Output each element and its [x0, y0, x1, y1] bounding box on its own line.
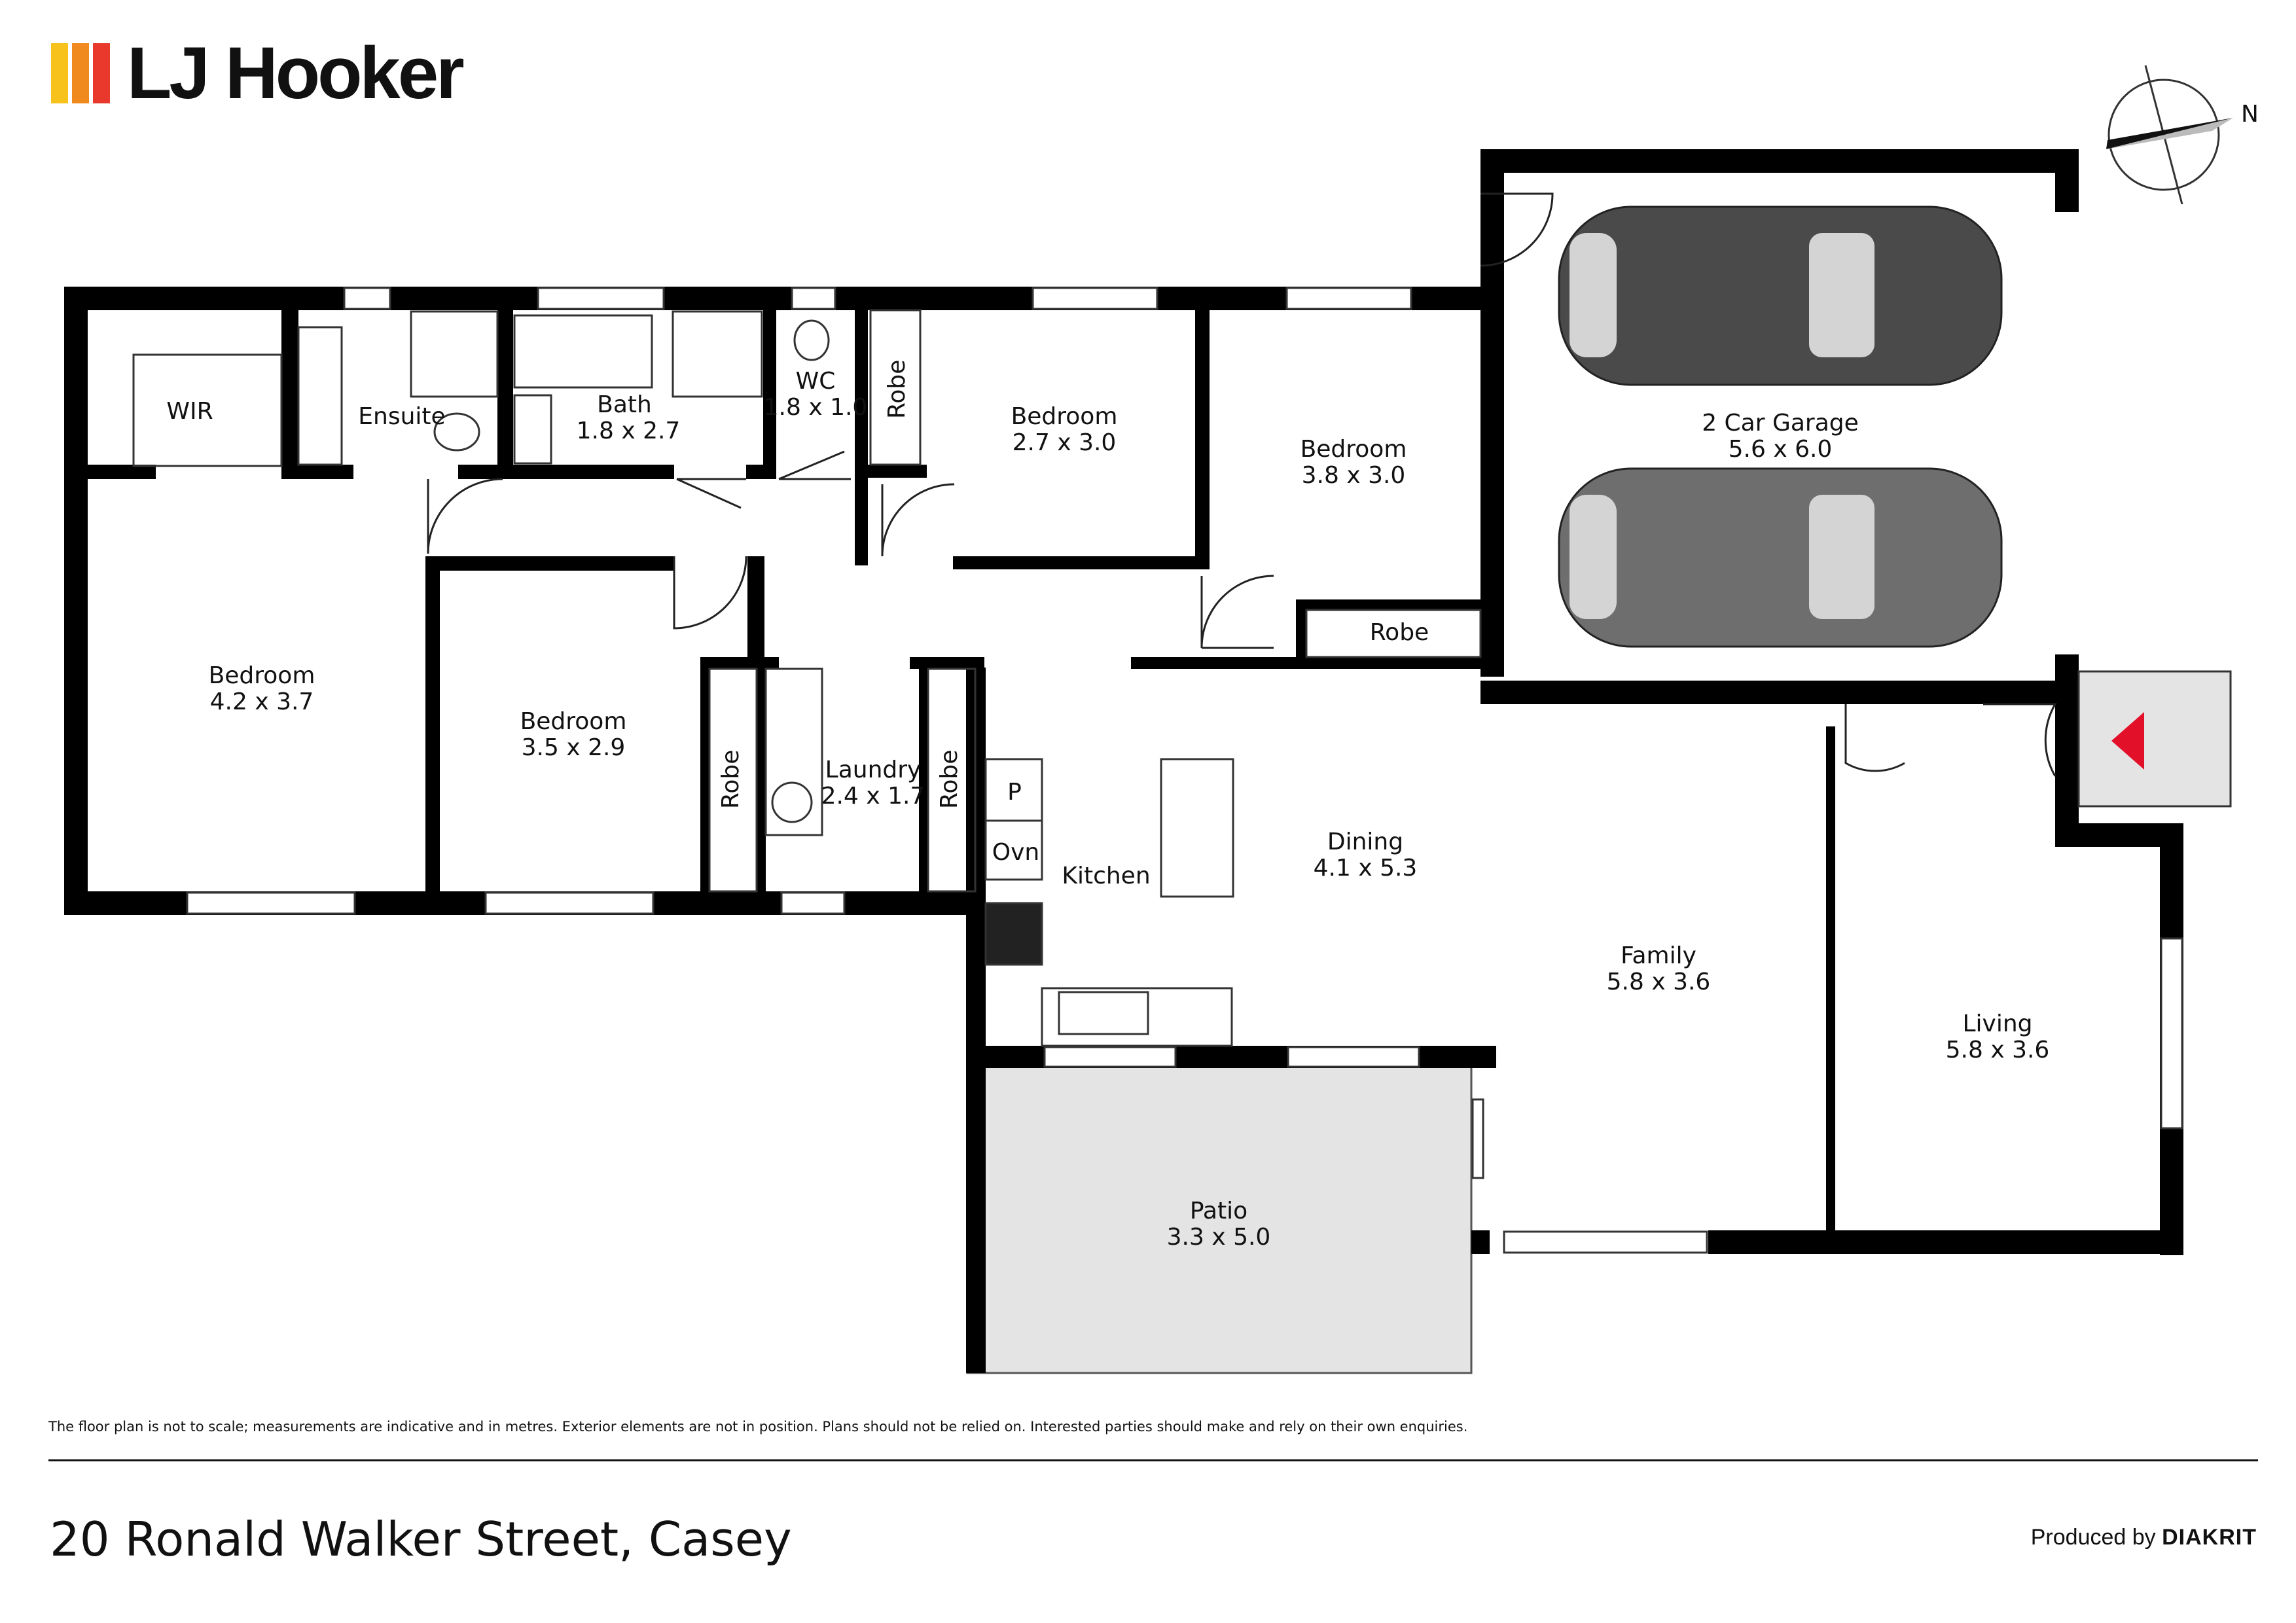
- ensuite-vanity: [297, 326, 343, 466]
- brand-logo-icon: [51, 43, 110, 103]
- windows: [186, 287, 2183, 1254]
- label-garage: 2 Car Garage: [1702, 410, 1859, 437]
- wir-shelf: [132, 353, 283, 467]
- label-bedroom-38-size: 3.8 x 3.0: [1302, 462, 1406, 489]
- disclaimer: The floor plan is not to scale; measurem…: [48, 1419, 1468, 1435]
- wc-toilet-icon: [793, 319, 830, 361]
- label-laundry-size: 2.4 x 1.7: [821, 783, 925, 810]
- brand-logo: LJ Hooker: [51, 32, 465, 114]
- laundry-tub: [764, 668, 823, 836]
- label-patio-size: 3.3 x 5.0: [1167, 1224, 1271, 1251]
- label-family-size: 5.8 x 3.6: [1607, 969, 1711, 995]
- label-bedroom-27-size: 2.7 x 3.0: [1013, 429, 1117, 456]
- brand-name: LJ Hooker: [127, 32, 465, 114]
- label-bedroom-42: Bedroom: [209, 662, 315, 689]
- label-bedroom-35: Bedroom: [520, 708, 627, 735]
- robe-bedroom-38: [1305, 609, 1482, 658]
- label-living-size: 5.8 x 3.6: [1946, 1037, 2050, 1063]
- compass-icon: [2106, 65, 2233, 205]
- patio-area: [966, 1064, 1473, 1374]
- label-garage-size: 5.6 x 6.0: [1729, 436, 1833, 463]
- laundry-basin-icon: [771, 781, 813, 823]
- label-bedroom-35-size: 3.5 x 2.9: [522, 734, 626, 761]
- cooktop: [984, 902, 1043, 966]
- label-robe-laundry: Robe: [936, 750, 963, 809]
- bathtub: [513, 314, 653, 389]
- label-wir: WIR: [166, 398, 213, 425]
- produced-by: Produced by DIAKRIT: [2031, 1525, 2257, 1550]
- label-bedroom-27: Bedroom: [1011, 403, 1118, 430]
- label-robe-top: Robe: [884, 360, 910, 419]
- label-laundry: Laundry: [825, 757, 922, 783]
- label-ensuite: Ensuite: [358, 403, 445, 430]
- toilet-icon: [433, 412, 480, 452]
- label-dining-size: 4.1 x 5.3: [1314, 855, 1418, 882]
- label-dining: Dining: [1327, 829, 1403, 855]
- bath-shower: [672, 310, 763, 398]
- doors: [427, 192, 2057, 777]
- car-top-icon: [1558, 205, 2003, 386]
- footer-divider: [48, 1459, 2258, 1461]
- producer-brand: DIAKRIT: [2162, 1525, 2257, 1550]
- fixtures: [132, 309, 2232, 1047]
- label-bath: Bath: [597, 391, 652, 418]
- brand-bar-orange: [72, 43, 89, 103]
- bath-vanity: [513, 394, 552, 465]
- label-bath-size: 1.8 x 2.7: [577, 418, 681, 444]
- brand-bar-yellow: [51, 43, 68, 103]
- label-oven: Ovn: [992, 839, 1039, 866]
- label-robe-right: Robe: [1370, 619, 1429, 646]
- label-family: Family: [1621, 942, 1696, 969]
- robe-top: [869, 309, 922, 466]
- sink-icon: [1058, 991, 1149, 1035]
- brand-bar-red: [93, 43, 110, 103]
- ensuite-shower: [410, 310, 499, 398]
- property-address: 20 Ronald Walker Street, Casey: [50, 1512, 792, 1567]
- label-robe-left: Robe: [717, 750, 744, 809]
- label-kitchen: Kitchen: [1062, 863, 1150, 889]
- oven: [984, 819, 1043, 881]
- car-bottom-icon: [1558, 467, 2003, 648]
- robe-laundry: [927, 668, 977, 893]
- label-bedroom-38: Bedroom: [1300, 436, 1407, 463]
- room-labels: WIR Ensuite Bath 1.8 x 2.7 WC 1.8 x 1.0 …: [166, 368, 2049, 1251]
- island-bench: [1160, 758, 1234, 898]
- label-patio: Patio: [1190, 1198, 1247, 1224]
- cars: [1558, 205, 2003, 648]
- robe-left: [708, 668, 758, 893]
- entry-arrow-icon: [2111, 712, 2144, 770]
- produced-by-prefix: Produced by: [2030, 1525, 2156, 1550]
- sink-bench: [1041, 987, 1233, 1047]
- label-bedroom-42-size: 4.2 x 3.7: [210, 688, 314, 715]
- label-wc-size: 1.8 x 1.0: [764, 394, 868, 421]
- compass-north-label: N: [2241, 101, 2259, 128]
- entry-porch: [2077, 670, 2232, 808]
- label-wc: WC: [796, 368, 836, 395]
- label-living: Living: [1962, 1010, 2032, 1037]
- label-pantry: P: [1007, 779, 1022, 806]
